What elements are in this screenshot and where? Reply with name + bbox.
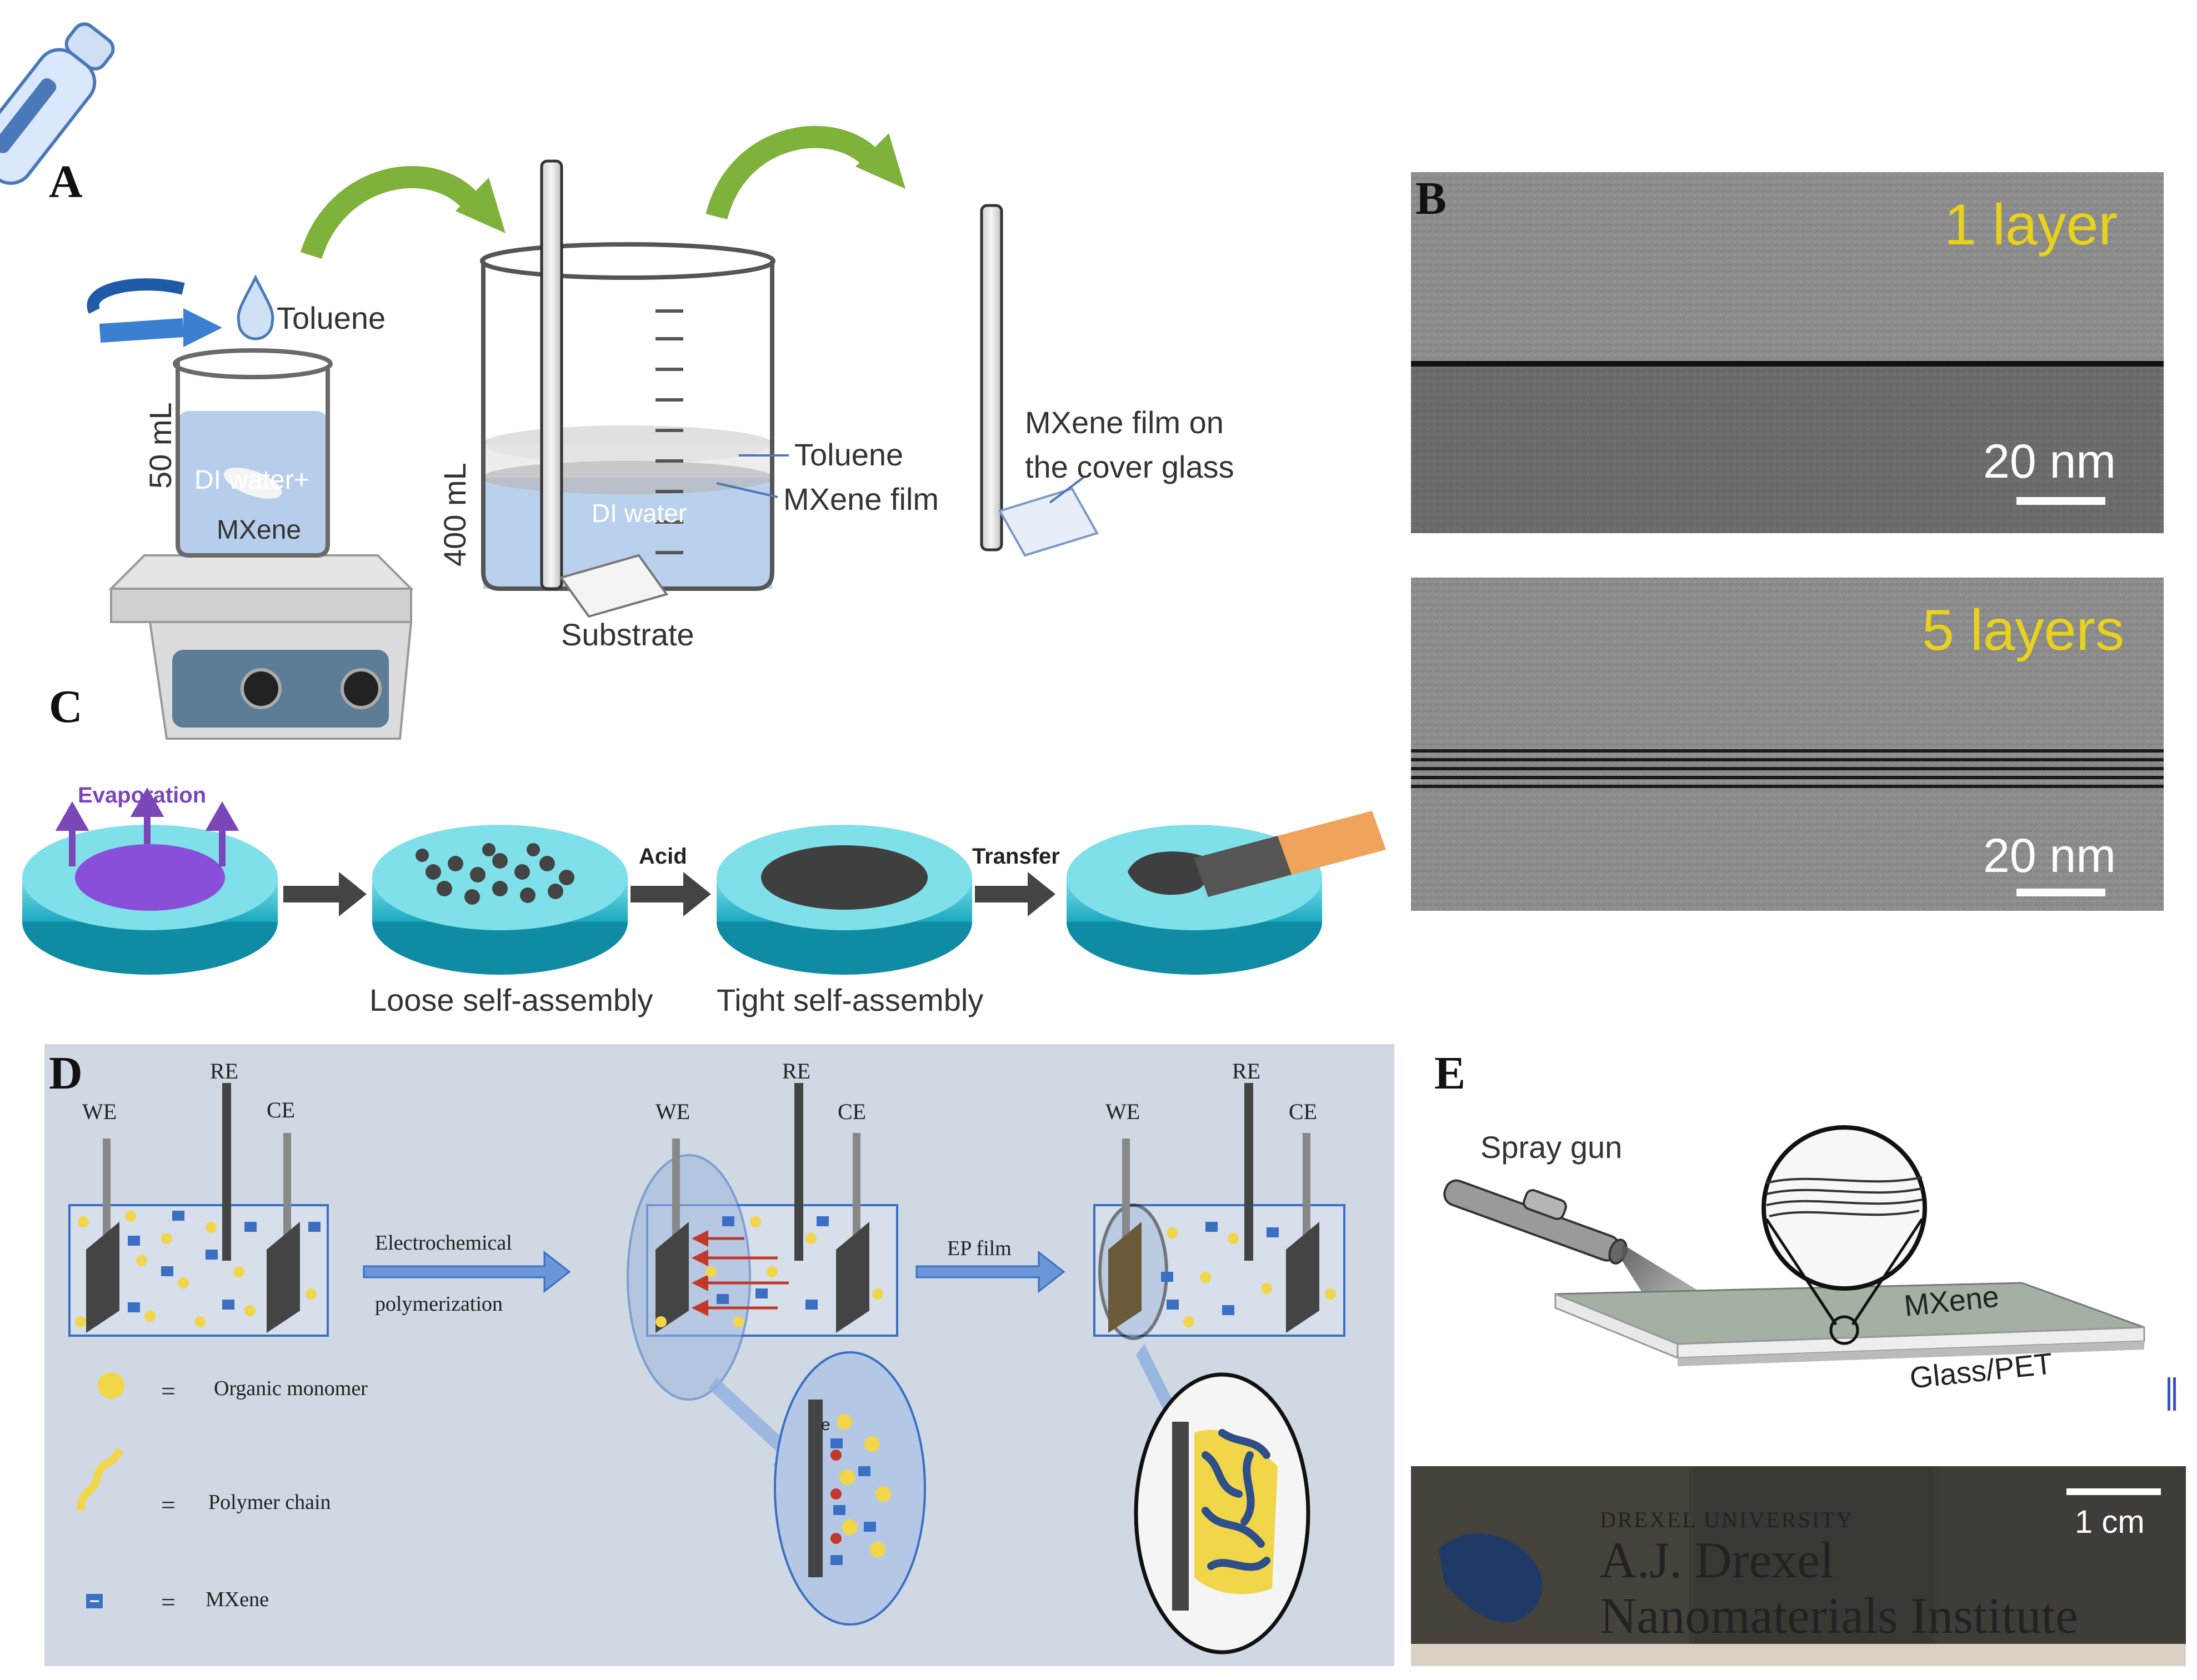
step1-line2: polymerization bbox=[375, 1292, 503, 1316]
large-volume-label: 400 mL bbox=[437, 463, 472, 566]
stirring-arrow-icon bbox=[87, 278, 222, 347]
watermark-line3: Nanomaterials Institute bbox=[1600, 1587, 2078, 1644]
acid-label: Acid bbox=[639, 844, 687, 869]
legend-mxene-label: MXene bbox=[206, 1588, 269, 1611]
transfer-label: Transfer bbox=[972, 844, 1060, 869]
cell2-we-label: WE bbox=[655, 1099, 690, 1124]
panel-letter-d: D bbox=[49, 1047, 83, 1099]
electron-label: e bbox=[821, 1416, 830, 1434]
hotplate-icon bbox=[108, 554, 414, 740]
cell3-we-label: WE bbox=[1105, 1099, 1140, 1124]
cell1-we-label: WE bbox=[82, 1099, 117, 1124]
dish-loose bbox=[372, 825, 628, 975]
cell2-ce-label: CE bbox=[838, 1099, 866, 1124]
spray-gun-label: Spray gun bbox=[1480, 1130, 1622, 1165]
green-arrowhead-1 bbox=[456, 178, 506, 233]
arrow-c3-icon bbox=[975, 872, 1055, 916]
arrow-c2-icon bbox=[630, 872, 711, 916]
dish-transfer bbox=[1067, 811, 1386, 975]
legend-eq-2: = bbox=[161, 1491, 176, 1519]
tem-bottom-label: 5 layers bbox=[1922, 598, 2124, 663]
panel-letter-c: C bbox=[49, 681, 83, 733]
cell-3: WE RE CE bbox=[1093, 1059, 1345, 1654]
green-arrow-2-icon bbox=[705, 126, 887, 220]
legend-polymer-label: Polymer chain bbox=[208, 1491, 331, 1514]
loose-assembly-label: Loose self-assembly bbox=[369, 982, 653, 1017]
watermark-line1: DREXEL UNIVERSITY bbox=[1600, 1507, 1854, 1532]
result-label-line1: MXene film on bbox=[1025, 405, 1224, 440]
panel-letter-a: A bbox=[49, 156, 83, 208]
large-beaker: DI water bbox=[480, 159, 775, 618]
sample-photo: DREXEL UNIVERSITY A.J. Drexel Nanomateri… bbox=[1411, 1466, 2186, 1666]
scale-bar-photo bbox=[2066, 1488, 2161, 1495]
mxene-film-layer-label: MXene film bbox=[783, 482, 939, 516]
tem-image-5-layers: 5 layers 20 nm bbox=[1411, 578, 2164, 911]
edge-marker bbox=[2168, 1377, 2176, 1411]
cell-2: WE RE CE e bbox=[627, 1059, 926, 1626]
polymer-chain-icon bbox=[77, 1448, 123, 1511]
tight-assembly-label: Tight self-assembly bbox=[717, 982, 983, 1017]
panel-letter-e: E bbox=[1434, 1047, 1465, 1099]
green-arrow-1-icon bbox=[300, 166, 488, 259]
dish-tight bbox=[717, 825, 972, 975]
tem-top-scale-label: 20 nm bbox=[1983, 435, 2116, 488]
substrate-label: Substrate bbox=[561, 617, 694, 652]
legend-eq-1: = bbox=[161, 1377, 176, 1405]
panel-b: 1 layer 20 nm B 5 layers 20 nm bbox=[1411, 172, 2164, 911]
large-beaker-contents: DI water bbox=[592, 499, 687, 528]
arrow-electrochemical-icon bbox=[363, 1250, 571, 1293]
scale-bar-top bbox=[2016, 497, 2105, 505]
toluene-label: Toluene bbox=[277, 300, 386, 335]
cell2-re-label: RE bbox=[782, 1059, 810, 1084]
tem-image-1-layer: 1 layer 20 nm bbox=[1411, 172, 2164, 533]
cell3-ce-label: CE bbox=[1289, 1099, 1317, 1124]
photo-scale-label: 1 cm bbox=[2075, 1504, 2145, 1540]
mxene-film-substrate bbox=[1554, 1282, 2145, 1366]
dish-evaporation: Evaporation bbox=[22, 783, 278, 975]
panel-a: A Toluene bbox=[0, 22, 1234, 740]
small-volume-label: 50 mL bbox=[143, 402, 178, 489]
tem-top-label: 1 layer bbox=[1944, 193, 2118, 257]
magnifier-icon bbox=[1761, 1125, 1927, 1345]
cell1-ce-label: CE bbox=[267, 1097, 295, 1122]
droplet-icon bbox=[237, 274, 274, 340]
dragon-logo-icon bbox=[1439, 1533, 1543, 1622]
scale-bar-bottom bbox=[2016, 889, 2105, 896]
legend-monomer-label: Organic monomer bbox=[214, 1377, 368, 1400]
pipette-icon bbox=[0, 22, 115, 282]
spray-gun-icon bbox=[1443, 1179, 1628, 1265]
legend-eq-3: = bbox=[161, 1588, 176, 1616]
cell1-re-label: RE bbox=[210, 1059, 238, 1084]
step1-line1: Electrochemical bbox=[375, 1231, 512, 1255]
tem-bottom-scale-label: 20 nm bbox=[1983, 829, 2116, 882]
cell-1: WE RE CE bbox=[68, 1059, 329, 1337]
evaporation-label: Evaporation bbox=[78, 783, 206, 808]
cover-glass-result: MXene film on the cover glass bbox=[980, 204, 1234, 557]
arrow-ep-film-icon bbox=[915, 1250, 1065, 1293]
cell3-re-label: RE bbox=[1232, 1059, 1260, 1084]
small-beaker-contents-line2: MXene bbox=[217, 515, 301, 545]
arrow-c1-icon bbox=[283, 872, 367, 916]
step2-label: EP film bbox=[947, 1237, 1012, 1260]
small-beaker: DI water+ MXene bbox=[173, 348, 333, 558]
small-beaker-contents-line1: DI water+ bbox=[194, 465, 309, 495]
panel-letter-b: B bbox=[1415, 173, 1447, 224]
panel-e: E Spray gun bbox=[1411, 1047, 2186, 1666]
legend: = Organic monomer = Polymer chain = MXen… bbox=[77, 1372, 368, 1616]
result-label-line2: the cover glass bbox=[1025, 449, 1234, 484]
panel-c: C Evaporation bbox=[22, 681, 1386, 1017]
watermark-line2: A.J. Drexel bbox=[1600, 1532, 1834, 1588]
green-arrowhead-2 bbox=[855, 133, 905, 189]
panel-d: D WE RE CE Electroche bbox=[44, 1044, 1394, 1666]
toluene-layer-label: Toluene bbox=[794, 437, 903, 472]
